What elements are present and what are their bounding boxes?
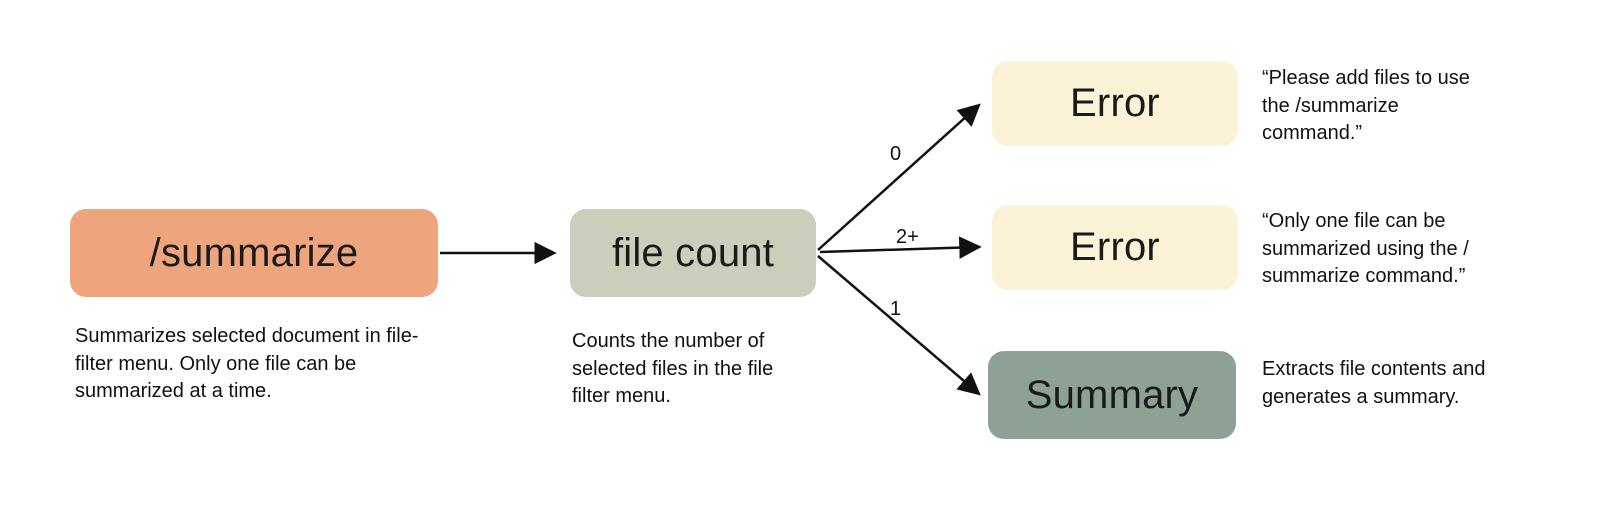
node-summarize: /summarize [70,209,438,297]
node-error-zero-label: Error [1070,81,1160,125]
node-error-two-plus-label: Error [1070,225,1160,269]
edge-label-one: 1 [890,298,902,320]
node-file-count: file count [570,209,816,297]
node-error-zero: Error [992,61,1238,146]
node-file-count-label: file count [611,230,775,275]
caption-summary: Extracts file contents and generates a s… [1262,358,1486,408]
caption-error-zero: “Please add files to use the /summarize … [1262,67,1470,145]
edge-label-two-plus: 2+ [896,226,919,248]
node-summarize-label: /summarize [149,230,359,275]
node-summary-label: Summary [1025,372,1199,417]
edge-filecount-to-summary [817,255,981,396]
caption-file-count: Counts the number of selected files in t… [572,330,774,408]
caption-error-two-plus: “Only one file can be summarized using t… [1262,210,1469,288]
node-error-two-plus: Error [992,205,1238,290]
edge-label-zero: 0 [890,143,902,165]
caption-summarize: Summarizes selected document in file-fil… [75,325,419,403]
node-summary: Summary [988,351,1236,439]
